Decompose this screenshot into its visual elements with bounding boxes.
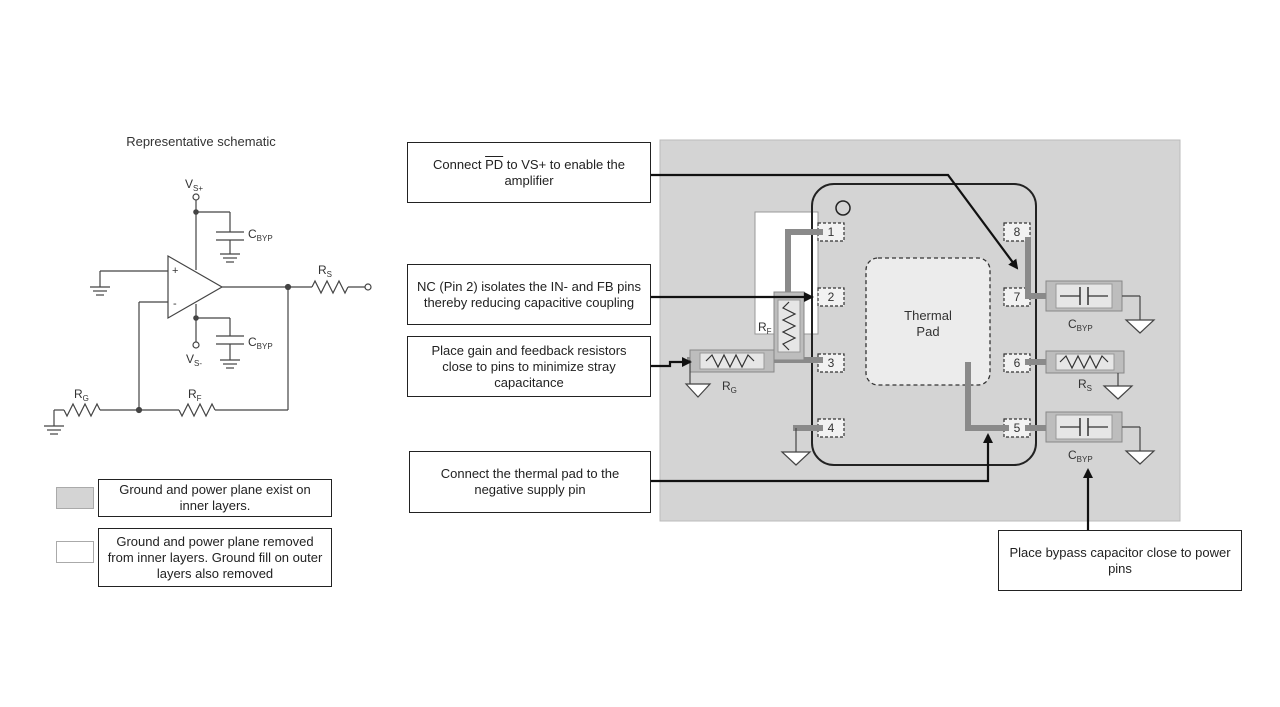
thermal-pad-label-line1: Thermal	[904, 308, 952, 323]
arrow-resistors	[650, 357, 692, 368]
legend-text-plane: Ground and power plane exist on inner la…	[98, 479, 332, 517]
opamp-minus-label: -	[173, 298, 177, 310]
arrow-thermal	[650, 433, 993, 483]
cbyp-top-label-layout: CBYP	[1068, 317, 1093, 333]
legend-text-removed: Ground and power plane removed from inne…	[98, 528, 332, 587]
cbyp-bottom-label: CBYP	[248, 335, 273, 351]
layout-grounds	[684, 295, 1156, 466]
thermal-pad	[865, 257, 991, 386]
pin-4-label: 4	[828, 421, 835, 435]
rf-label-schematic: RF	[188, 387, 202, 403]
arrow-pd	[650, 173, 1019, 270]
rg-label-schematic: RG	[74, 387, 89, 403]
pin-2-label: 2	[828, 290, 835, 304]
pin-5-label: 5	[1014, 421, 1021, 435]
pin-3	[817, 353, 845, 373]
pins-left	[817, 222, 845, 438]
rs-label-layout: RS	[1078, 377, 1092, 393]
schematic-title: Representative schematic	[126, 134, 276, 149]
opamp-symbol	[167, 254, 224, 320]
rf-resistor	[773, 291, 805, 361]
vs-plus-label: VS+	[185, 177, 203, 193]
rs-resistor	[1045, 350, 1125, 374]
cbyp-top-label: CBYP	[248, 227, 273, 243]
pcb-layout: Thermal Pad 1 2 3 4 8 7 6 5	[659, 139, 1181, 522]
ic-package-outline	[811, 183, 1037, 466]
callout-resistors: Place gain and feedback resistors close …	[407, 336, 651, 397]
pin-2	[817, 287, 845, 307]
pin-1-label: 1	[828, 225, 835, 239]
pin-8-label: 8	[1014, 225, 1021, 239]
rg-resistor	[689, 349, 775, 373]
pin-4	[817, 418, 845, 438]
pin-6-label: 6	[1014, 356, 1021, 370]
callout-pd: Connect PD to VS+ to enable the amplifie…	[407, 142, 651, 203]
schematic: Representative schematic + - VS+ CBYP VS…	[44, 134, 372, 435]
vs-minus-label: VS-	[186, 352, 202, 368]
pin1-marker	[835, 200, 851, 216]
cbyp-bottom-capacitor	[1045, 411, 1123, 443]
rs-label-schematic: RS	[318, 263, 332, 279]
pin-3-label: 3	[828, 356, 835, 370]
pin-8	[1003, 222, 1031, 242]
callout-arrows	[650, 173, 1093, 530]
legend-swatch-removed	[56, 541, 94, 563]
rg-label-layout: RG	[722, 379, 737, 395]
callout-nc: NC (Pin 2) isolates the IN- and FB pins …	[407, 264, 651, 325]
pins-right	[1003, 222, 1031, 438]
cbyp-top-capacitor	[1045, 280, 1123, 312]
pin-7-label: 7	[1014, 290, 1021, 304]
pin-1	[817, 222, 845, 242]
opamp-plus-label: +	[172, 265, 178, 277]
callout-thermal: Connect the thermal pad to the negative …	[409, 451, 651, 513]
rf-label-layout: RF	[758, 320, 772, 336]
cbyp-bottom-label-layout: CBYP	[1068, 448, 1093, 464]
callout-bypass: Place bypass capacitor close to power pi…	[998, 530, 1242, 591]
legend-swatch-plane	[56, 487, 94, 509]
thermal-pad-label-line2: Pad	[916, 324, 939, 339]
